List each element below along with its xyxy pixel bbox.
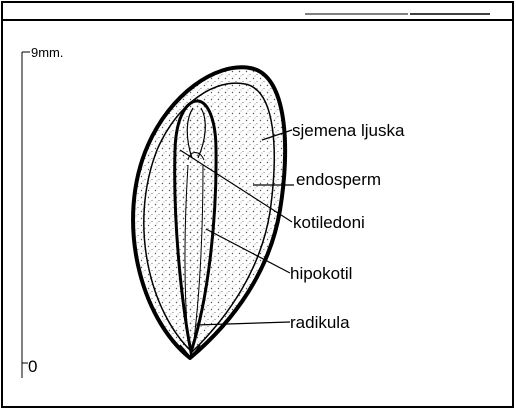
scale-bar: 9mm. 0	[22, 45, 64, 378]
part-labels: sjemena ljuska endosperm kotiledoni hipo…	[290, 121, 405, 332]
label-endosperm: endosperm	[296, 170, 381, 189]
label-seed-coat: sjemena ljuska	[292, 121, 405, 140]
label-cotyledons: kotiledoni	[293, 213, 365, 232]
scale-bottom-label: 0	[28, 357, 37, 376]
label-hypocotyl: hipokotil	[290, 264, 352, 283]
label-radicle: radikula	[290, 313, 350, 332]
seed	[133, 67, 285, 358]
scale-top-label: 9mm.	[31, 45, 64, 60]
